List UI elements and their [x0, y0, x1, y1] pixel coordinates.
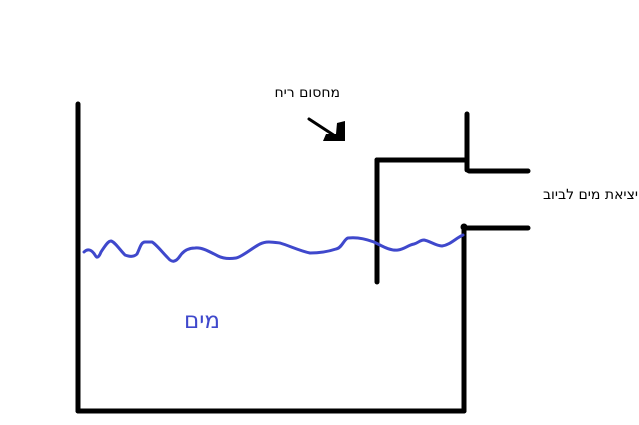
outlet-joint-dot	[460, 223, 468, 231]
water-surface	[82, 233, 465, 263]
baffle-joint-dot	[374, 157, 380, 163]
pointer-arrow-icon	[307, 117, 345, 141]
water-label: מים	[183, 308, 220, 334]
odor-trap-label: מחסום ריח	[274, 85, 340, 101]
outlet-label: יציאת מים לביוב	[542, 187, 638, 203]
